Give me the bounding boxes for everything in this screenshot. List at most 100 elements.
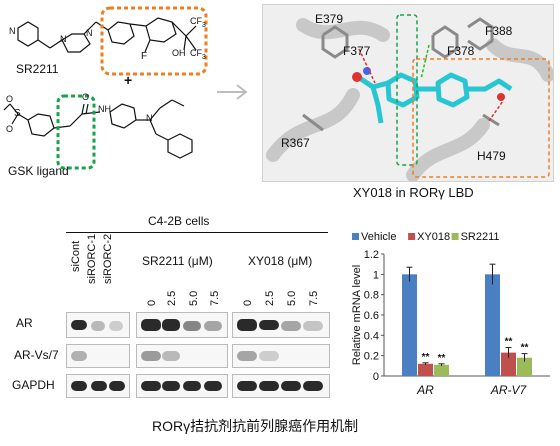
docking-image: E379 F377 F378 F388 R367 H479 xyxy=(262,4,555,182)
blot-sirna-gapdh xyxy=(66,374,130,398)
helix-ribbon-2 xyxy=(406,118,490,182)
band xyxy=(281,381,301,391)
carbonyl-o-label: O xyxy=(82,92,90,102)
helix-ribbon-3 xyxy=(486,38,555,82)
band xyxy=(237,319,257,331)
y-tick-label-6: 1.2 xyxy=(364,249,379,261)
plus-sign: + xyxy=(124,72,133,88)
residue-e379-label: E379 xyxy=(315,12,344,26)
green-highlight-box xyxy=(56,94,96,170)
residue-f377-label: F377 xyxy=(343,44,371,58)
pi-stack-1 xyxy=(420,44,430,80)
pyridine-n-label: N xyxy=(9,26,16,36)
sulfonyl-o-label-2: O xyxy=(6,124,14,134)
y-tick-label-1: 0.2 xyxy=(364,351,379,363)
piperazine-ring xyxy=(61,33,91,53)
phenyl-ring-2 xyxy=(145,17,177,43)
blot-sirna-ar-v7 xyxy=(66,344,130,368)
chemical-structures-panel: N N N F CF3 CF3 OH SR2211 + S O O O NH N… xyxy=(0,0,230,190)
arrow-right xyxy=(215,82,251,107)
cell-line-underline xyxy=(66,232,328,233)
blot-sirna-ar xyxy=(66,312,130,338)
legend-swatch-2 xyxy=(451,233,459,240)
residue-h479-label: H479 xyxy=(477,149,506,163)
blot-xy018-ar xyxy=(232,312,330,338)
orange-region-box xyxy=(412,58,550,178)
gsk-phenyl-1 xyxy=(27,113,55,137)
band xyxy=(183,321,201,331)
band xyxy=(259,381,279,391)
residue-h479-stick xyxy=(482,113,500,127)
band xyxy=(71,351,87,361)
sirna-lane-1: siRORC-1 xyxy=(86,233,98,284)
sr2211-label: SR2211 xyxy=(16,62,59,76)
band xyxy=(141,351,161,361)
bar-AR-V7-XY018 xyxy=(501,352,516,376)
y-tick-label-3: 0.6 xyxy=(364,310,379,322)
significance-AR-SR2211: ** xyxy=(438,353,446,364)
band xyxy=(162,319,180,331)
x-category-label-0: AR xyxy=(416,383,434,397)
band xyxy=(91,381,107,391)
aniline-n-label: N xyxy=(146,113,153,123)
sulfonyl-s-label: S xyxy=(14,108,21,119)
gsk-benzyl-ring xyxy=(167,133,193,159)
band xyxy=(162,351,180,361)
hydroxyl-label: OH xyxy=(172,48,186,58)
y-tick-label-2: 0.4 xyxy=(364,330,379,342)
band xyxy=(141,381,161,391)
legend-swatch-1 xyxy=(408,233,416,240)
band xyxy=(259,320,279,330)
xy018-lane-0: 0 xyxy=(242,299,254,306)
band xyxy=(162,381,180,391)
band xyxy=(71,320,87,330)
row-label-gapdh: GAPDH xyxy=(12,378,55,392)
sr2211-lane-3: 7.5 xyxy=(209,290,221,306)
gsk-phenyl-2 xyxy=(109,103,137,129)
ligand-oxygen-2 xyxy=(497,93,505,101)
sr2211-lane-0: 0 xyxy=(146,299,158,306)
residue-r367-label: R367 xyxy=(281,136,310,150)
xy018-lane-1: 2.5 xyxy=(264,290,276,306)
residue-r367-stick xyxy=(302,113,324,132)
treatment-label-sr2211: SR2211 (μM) xyxy=(142,254,213,268)
y-tick-label-4: 0.8 xyxy=(364,290,379,302)
figure-caption: RORγ拮抗剂抗前列腺癌作用机制 xyxy=(152,418,359,434)
legend-label-2: SR2211 xyxy=(461,231,500,243)
cf3-bottom-label: CF3 xyxy=(190,48,206,61)
x-category-label-1: AR-V7 xyxy=(490,383,528,397)
cell-line-label: C4-2B cells xyxy=(148,214,210,228)
band xyxy=(71,381,87,391)
amide-n-label: NH xyxy=(98,104,111,114)
row-label-ar: AR xyxy=(16,316,33,330)
orange-highlight-box xyxy=(100,6,208,76)
piperazine-n-label-2: N xyxy=(86,28,93,38)
residue-f378-label: F378 xyxy=(447,44,475,58)
band xyxy=(91,321,105,331)
xy018-ligand xyxy=(356,72,513,124)
bar-AR-V7-Vehicle xyxy=(485,274,500,376)
band xyxy=(237,351,257,361)
band xyxy=(259,351,279,361)
bar-AR-Vehicle xyxy=(402,274,417,376)
treatment-label-xy018: XY018 (μM) xyxy=(248,254,313,268)
ligand-nitrogen xyxy=(363,67,371,75)
hbond-2 xyxy=(488,100,504,122)
band xyxy=(281,321,301,331)
piperazine-n-label-1: N xyxy=(60,34,67,44)
western-blot-panel: C4-2B cells siCont siRORC-1 siRORC-2 SR2… xyxy=(0,212,340,402)
bar-AR-SR2211 xyxy=(434,364,449,376)
pyridine-ring xyxy=(17,21,39,47)
sirna-lane-0: siCont xyxy=(70,240,82,272)
residue-f377-ring xyxy=(321,25,349,59)
band xyxy=(303,381,323,391)
row-label-ar-v7: AR-Vs/7 xyxy=(14,348,59,362)
green-region-box xyxy=(396,14,418,166)
band xyxy=(109,321,123,331)
fluoro-label: F xyxy=(141,51,148,62)
blot-xy018-ar-v7 xyxy=(232,344,330,368)
gsk-ligand-label: GSK ligand xyxy=(8,164,69,178)
docking-caption: XY018 in RORγ LBD xyxy=(353,185,474,200)
